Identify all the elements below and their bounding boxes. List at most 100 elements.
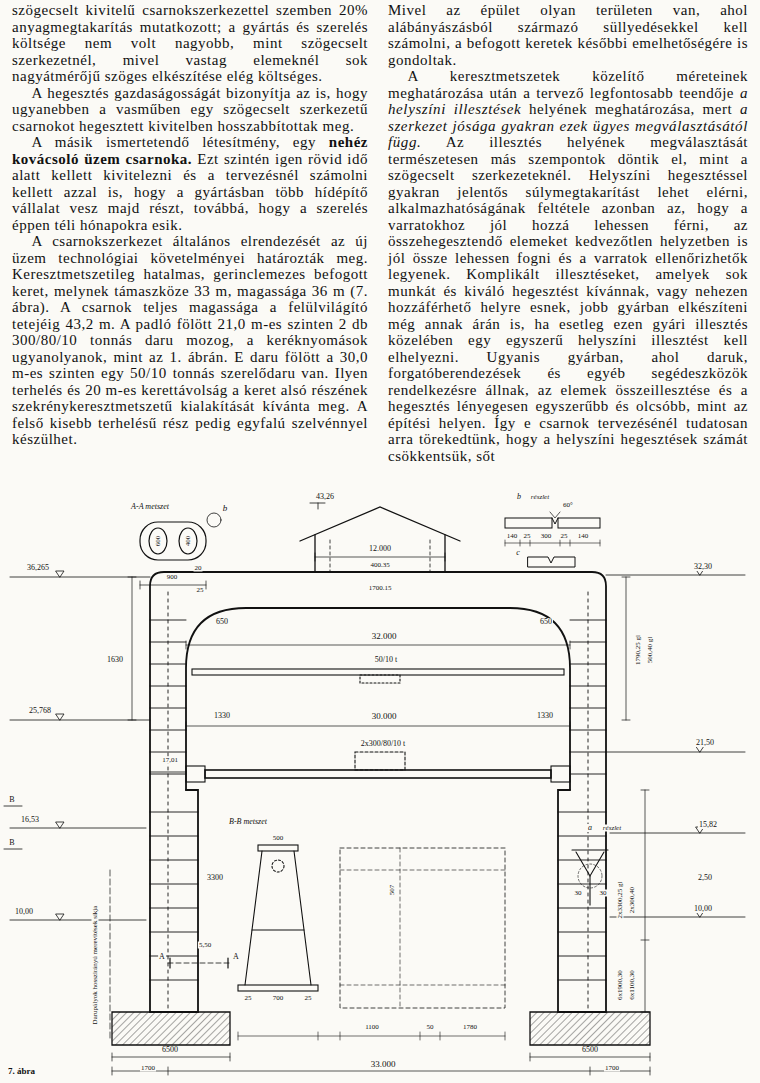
- section-b-b: [258, 845, 298, 851]
- section-a-a: [149, 528, 167, 554]
- roof-lantern: [300, 503, 460, 572]
- dimension-label: A-A metszet: [130, 503, 170, 511]
- elevation-marker: [4, 806, 22, 849]
- dimension-label: 900: [166, 574, 179, 581]
- detail-b: [505, 518, 552, 528]
- detail-b: [550, 512, 560, 518]
- section-b-b: [340, 848, 505, 1008]
- dimension-label: 25: [244, 995, 253, 1002]
- dimension-label: 20: [194, 565, 203, 572]
- dimension-label: 25: [196, 587, 205, 594]
- roof-lantern: [310, 503, 325, 509]
- frame-outline: [186, 790, 198, 1012]
- detail-b: [552, 518, 558, 524]
- crane: [360, 675, 400, 683]
- dimension-line: [112, 553, 650, 1075]
- dimension-label: 25,768: [28, 707, 52, 715]
- dimension-label: 32,30: [693, 563, 713, 571]
- section-b-b: [340, 848, 505, 1008]
- dimension-label: 1700.15: [368, 585, 393, 592]
- body-text: Az illesztés helyének megválasztását ter…: [388, 134, 748, 464]
- dimension-line: [112, 1053, 230, 1061]
- dimension-label: 2x300,40: [629, 886, 636, 914]
- body-text: Mivel az épület olyan területen van, aho…: [388, 2, 748, 68]
- dimension-label: 1790,25 gl: [635, 634, 642, 666]
- section-b-b: [238, 845, 505, 1040]
- crane: [186, 669, 570, 782]
- dimension-label: 30: [574, 890, 583, 897]
- section-b-b: [272, 860, 284, 872]
- detail-c: [528, 557, 575, 567]
- dimension-label: Darupályok hosszirányú merevítések síkja: [92, 905, 99, 1026]
- dimension-label: 6500: [581, 1046, 599, 1054]
- dimension-label: 10,00: [693, 905, 713, 913]
- section-a-a: [168, 963, 230, 964]
- section-a-a: [179, 528, 197, 554]
- dimension-label: 36,265: [26, 564, 50, 572]
- dimension-label: 30: [599, 890, 608, 897]
- dimension-label: 33.000: [370, 1060, 397, 1069]
- dimension-label: 60°: [562, 502, 574, 509]
- dimension-label: a: [587, 824, 593, 832]
- dimension-line: [128, 577, 136, 720]
- dimension-line: [186, 641, 570, 649]
- dimension-label: 507: [389, 884, 396, 897]
- dimension-label: 12.000: [368, 545, 392, 553]
- crane: [355, 752, 405, 770]
- dimension-label: 10,00: [14, 908, 34, 916]
- frame-outline: [150, 572, 606, 1012]
- dimension-label: 1700: [604, 1065, 620, 1072]
- dimension-label: 1330: [213, 712, 231, 720]
- dimension-line: [315, 553, 445, 561]
- body-text: szögecselt kivitelű csarnokszerkezettel …: [12, 2, 368, 84]
- paragraph: A keresztmetszetek közelítő méreteinek m…: [388, 68, 748, 464]
- elevation-marker: [4, 569, 745, 920]
- dimension-label: 43,26: [315, 493, 335, 501]
- rail-plane-line: [110, 870, 111, 1040]
- section-b-b: [252, 929, 304, 930]
- paragraph: Mivel az épület olyan területen van, aho…: [388, 2, 748, 68]
- dimension-label: 2x3300,25 gl: [617, 881, 624, 920]
- frame-outline: [150, 572, 606, 1012]
- rail-plane-line: [110, 870, 111, 1040]
- dimension-label: 300: [540, 533, 553, 540]
- dimension-label: 16,53: [20, 816, 40, 824]
- dimension-label: 500: [272, 835, 285, 842]
- body-text: A hegesztés gazdaságosságát bizonyítja a…: [12, 85, 368, 134]
- dimension-label: 400.35: [369, 562, 390, 569]
- paragraph: szögecselt kivitelű csarnokszerkezettel …: [12, 2, 368, 85]
- detail-a: [572, 850, 608, 905]
- body-text: A másik ismertetendő létesítmény, egy: [32, 134, 317, 150]
- dimension-label: 140: [506, 533, 519, 540]
- section-a-a: [170, 958, 228, 968]
- text-column: Mivel az épület olyan területen van, aho…: [388, 2, 748, 464]
- column-battens: [150, 812, 198, 980]
- dimension-label: 650: [539, 618, 553, 626]
- hall-frame-drawing: [4, 503, 745, 1075]
- footing: [530, 1012, 650, 1045]
- dimension-label: 30.000: [371, 712, 398, 721]
- dimension-label: 3300: [206, 874, 224, 882]
- section-a-a: [140, 513, 230, 968]
- dimension-label: részlet: [602, 825, 622, 832]
- dimension-label: 1700: [140, 1065, 156, 1072]
- dimension-label: 25: [304, 995, 313, 1002]
- section-a-a: [207, 513, 221, 527]
- dimension-label: b: [222, 504, 229, 513]
- section-b-b: [238, 1032, 505, 1040]
- dimension-label: 600: [155, 535, 162, 548]
- dimension-label: 17,01: [161, 757, 179, 764]
- dimension-label: A: [232, 953, 240, 961]
- dimension-line: [622, 577, 630, 720]
- paragraph: A másik ismertetendő létesítmény, egy ne…: [12, 134, 368, 233]
- detail-a: [578, 864, 602, 888]
- detail-a: [589, 876, 590, 905]
- dimension-label: 21,50: [695, 739, 715, 747]
- dimension-label: B-B metszet: [228, 818, 268, 826]
- dimension-label: 6x1100,30: [629, 969, 636, 1001]
- dimension-label: 1100: [364, 1024, 380, 1031]
- dimension-label: 25: [523, 533, 532, 540]
- dimension-label: B: [8, 796, 15, 804]
- section-b-b: [245, 851, 311, 985]
- dimension-label: 1330: [536, 712, 554, 720]
